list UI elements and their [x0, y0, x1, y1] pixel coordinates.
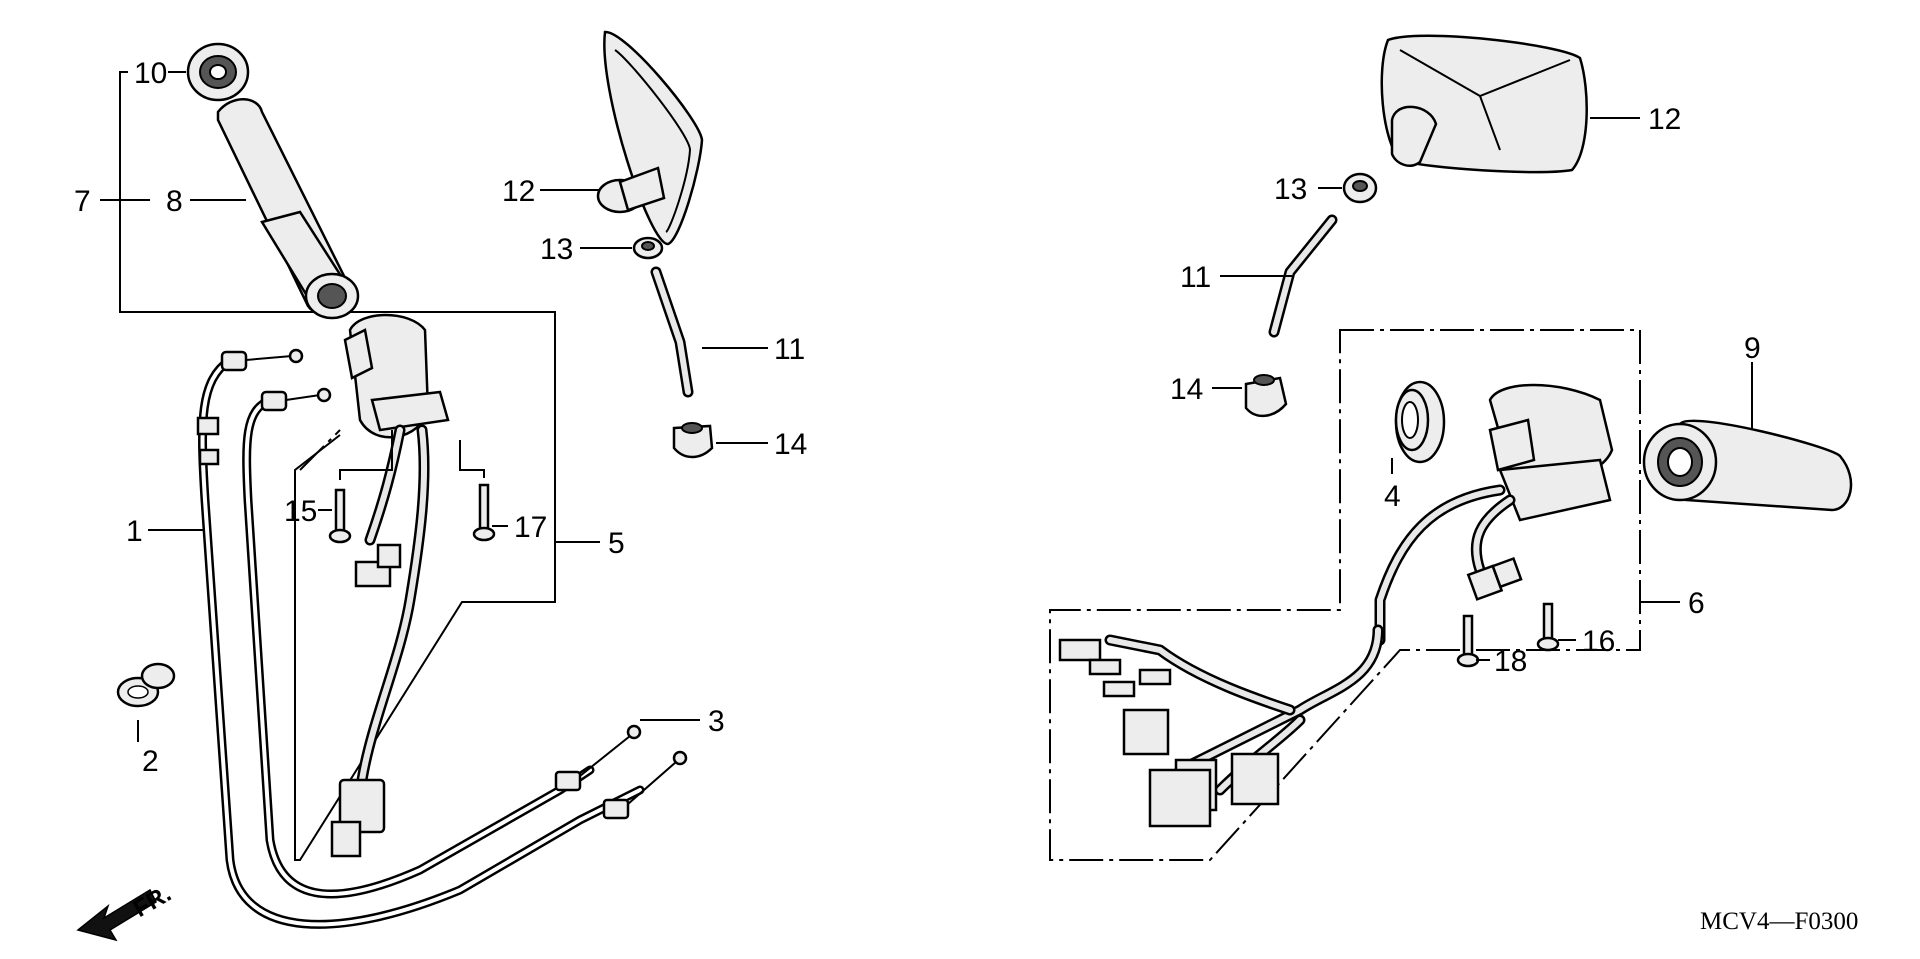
screw-17 — [472, 483, 496, 542]
callout-18: 18 — [1494, 645, 1527, 678]
switch-group-outline — [299, 429, 341, 471]
callout-7: 7 — [74, 185, 91, 218]
cable-clamp — [116, 662, 176, 708]
screw-15 — [328, 488, 352, 544]
callout-11-left: 11 — [774, 333, 805, 366]
callout-4: 4 — [1384, 480, 1401, 513]
cable-ends-top — [196, 348, 332, 466]
right-switch-housing — [1488, 383, 1614, 522]
callout-5: 5 — [608, 527, 625, 560]
left-mirror — [596, 30, 704, 246]
callout-10: 10 — [134, 57, 167, 90]
right-mirror — [1380, 34, 1588, 174]
cable-ends-bottom — [554, 724, 688, 820]
callout-17: 17 — [514, 511, 547, 544]
front-marker-label: FR. — [129, 880, 176, 923]
left-mirror-nut — [632, 236, 664, 260]
callout-12-left: 12 — [502, 175, 535, 208]
throttle-grip — [216, 98, 360, 320]
callout-2: 2 — [142, 745, 159, 778]
screw-16 — [1536, 602, 1560, 652]
callout-13-left: 13 — [540, 233, 573, 266]
right-mirror-nut — [1342, 172, 1378, 204]
right-switch-small-connector — [1466, 556, 1523, 601]
left-mirror-stem — [650, 266, 694, 398]
right-switch-grommet — [1394, 380, 1446, 464]
left-switch-connector — [330, 778, 386, 858]
callout-6: 6 — [1688, 587, 1705, 620]
throttle-cables — [198, 355, 645, 929]
left-mirror-adapter — [672, 422, 714, 459]
left-switch-housing — [343, 313, 450, 439]
right-switch-group-outline — [1049, 329, 1641, 861]
callout-8: 8 — [166, 185, 183, 218]
right-mirror-adapter — [1244, 374, 1288, 417]
right-grip — [1642, 419, 1853, 512]
harness-connectors — [1058, 638, 1280, 828]
front-direction-arrow: FR. — [76, 880, 176, 942]
callout-11-right: 11 — [1180, 261, 1211, 294]
right-mirror-stem — [1268, 214, 1338, 338]
grip-end-weight — [186, 42, 250, 102]
leader-lines — [100, 71, 1753, 742]
callout-9: 9 — [1744, 332, 1761, 365]
screw-18 — [1456, 614, 1480, 668]
left-switch-small-connector — [354, 543, 402, 588]
callout-1: 1 — [126, 515, 143, 548]
callout-3: 3 — [708, 705, 725, 738]
grip-assembly-bracket — [119, 71, 556, 861]
callout-15: 15 — [284, 495, 317, 528]
callout-13-right: 13 — [1274, 173, 1307, 206]
diagram-code: MCV4—F0300 — [1700, 908, 1858, 935]
callout-12-right: 12 — [1648, 103, 1681, 136]
callout-14-left: 14 — [774, 428, 807, 461]
callout-14-right: 14 — [1170, 373, 1203, 406]
callout-16: 16 — [1582, 625, 1615, 658]
